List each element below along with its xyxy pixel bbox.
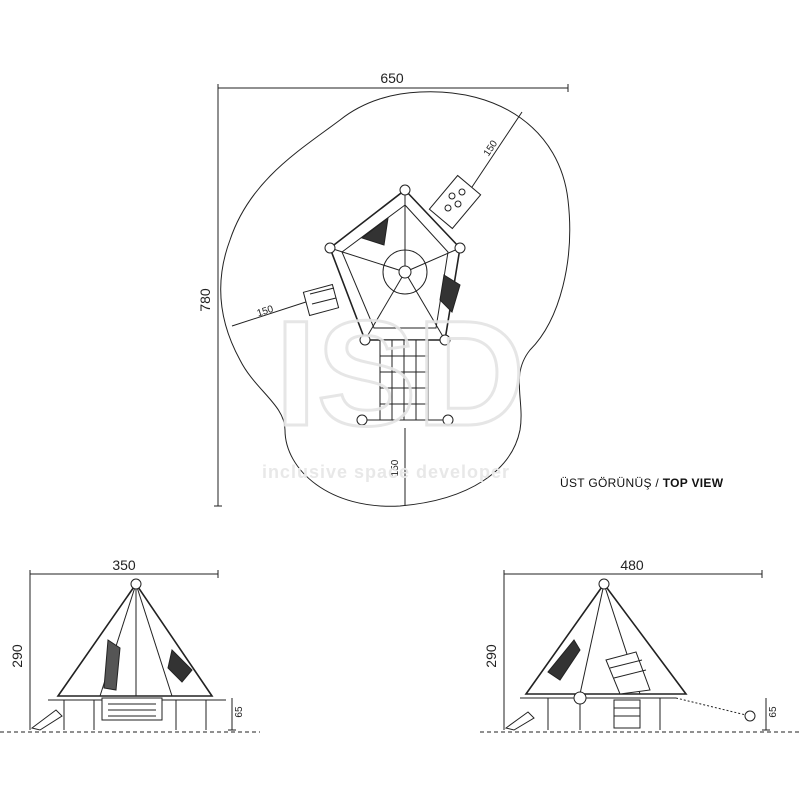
center-hub	[398, 265, 412, 279]
side-ground-label: 65	[768, 706, 779, 718]
hub-ring	[382, 249, 428, 295]
clearance-line-right	[469, 111, 523, 191]
corner-posts	[324, 184, 466, 346]
front-ground-label: 65	[234, 706, 245, 718]
front-panel-left	[103, 639, 121, 691]
side-view	[480, 570, 800, 733]
net-ladder	[356, 339, 454, 426]
top-width-label: 650	[380, 70, 404, 86]
front-view	[0, 570, 260, 733]
side-pyramid	[524, 582, 688, 695]
front-height-label: 290	[9, 644, 25, 668]
view-title: ÜST GÖRÜNÜŞ / TOP VIEW	[560, 476, 723, 490]
dimension-labels: 650 780 150 150 150 350 290 65 480 290 6…	[9, 70, 779, 718]
side-height-label: 290	[483, 644, 499, 668]
view-title-separator: /	[655, 476, 660, 490]
front-pyramid	[56, 582, 214, 697]
view-title-en: TOP VIEW	[662, 476, 724, 490]
dimension-780	[214, 92, 222, 507]
side-width-label: 480	[620, 557, 644, 573]
climbing-panel-1	[360, 216, 389, 246]
view-title-tr: ÜST GÖRÜNÜŞ	[560, 476, 652, 490]
top-height-label: 780	[197, 288, 213, 312]
top-view	[214, 84, 571, 507]
pentagon-inner	[341, 204, 449, 329]
climbing-panel-2	[439, 274, 461, 313]
safety-zone-outline	[220, 91, 571, 507]
top-clearance-bottom-label: 150	[390, 459, 401, 476]
spokes	[329, 190, 461, 341]
side-climbing-panel	[547, 639, 581, 681]
clearance-line-left	[231, 299, 313, 327]
side-lattice-panel	[605, 651, 651, 695]
slide-left	[302, 283, 340, 317]
ramp-top-right	[428, 174, 482, 230]
top-clearance-right-label: 150	[482, 138, 501, 158]
top-clearance-left-label: 150	[256, 304, 276, 320]
side-rope	[675, 697, 751, 717]
front-net-panel	[167, 649, 193, 683]
front-width-label: 350	[112, 557, 136, 573]
dimension-650	[217, 84, 569, 92]
